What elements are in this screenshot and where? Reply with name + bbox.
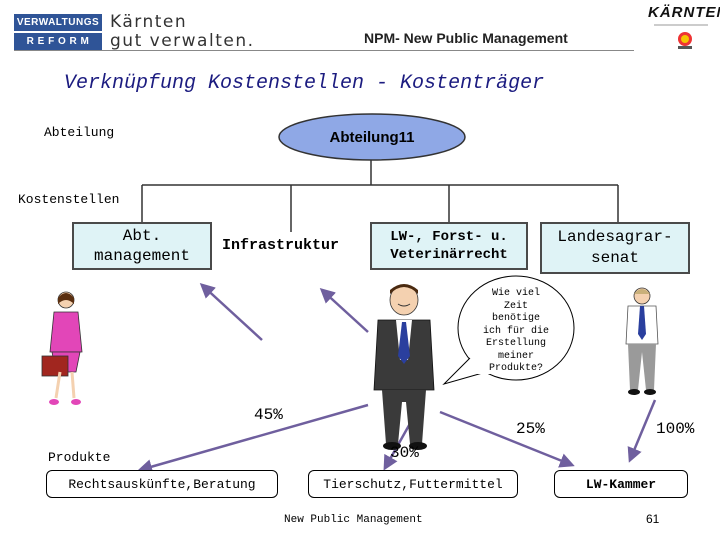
bubble-line: meiner [497,350,534,362]
bubble-line: ich für die [482,325,549,337]
cost-center-line2: senat [590,249,639,267]
percentage-45: 45% [254,406,283,424]
cost-center-line1: Landesagrar- [557,228,673,246]
percentage-30: 30% [390,444,419,462]
percentage-100: 100% [656,420,695,438]
label-kostenstellen: Kostenstellen [18,192,120,207]
cost-center-lw-forst: LW-, Forst- u. Veterinärrecht [370,222,528,270]
kaernten-logo: KÄRNTEN [648,4,720,21]
department-name: Abteilung11 [329,128,415,146]
cost-center-landesagrarsenat: Landesagrar- senat [540,222,690,274]
cost-center-line2: Veterinärrecht [390,247,508,263]
cost-center-abt-management: Abt. management [72,222,212,270]
percentage-25: 25% [516,420,545,438]
footer-text: New Public Management [284,514,423,526]
product-lw-kammer: LW-Kammer [554,470,688,498]
label-abteilung: Abteilung [44,125,115,140]
bubble-line: benötige [491,313,540,324]
logo-reform: R E F O R M [14,33,102,50]
bubble-line: Produkte? [488,363,543,374]
bubble-line: Wie viel [491,288,540,299]
slide-title: Verknüpfung Kostenstellen - Kostenträger [64,72,545,95]
cost-center-line2: management [93,247,190,265]
arrow-to-infrastruktur [319,287,369,333]
arrow-to-abt-management [199,282,263,341]
arrow-to-produkte-1 [137,403,369,474]
bubble-line: Zeit [503,300,528,312]
label-produkte: Produkte [48,450,111,465]
businesswoman-illustration [41,291,83,405]
arrow-to-produkte-3 [439,410,575,468]
department-ellipse [278,113,466,161]
logo-text-gut-verwalten: gut verwalten. [110,31,255,51]
cost-center-line1: Abt. [122,227,162,245]
speech-bubble [442,275,575,386]
header-underline [14,50,634,51]
header-subtitle: NPM- New Public Management [364,30,568,46]
businessman-illustration [373,284,435,450]
arrow-to-lw-kammer [627,399,657,463]
speech-bubble-text: Wie viel Zeit benötige ich für die Erste… [456,288,576,376]
product-rechtsauskuenfte: Rechtsauskünfte,Beratung [46,470,278,498]
product-tierschutz: Tierschutz,Futtermittel [308,470,518,498]
bubble-line: Erstellung [485,338,546,349]
logo-verwaltungs: VERWALTUNGS [14,14,102,31]
cost-center-infrastruktur: Infrastruktur [222,237,340,254]
kaernten-logo-mark [654,24,708,49]
page-number: 61 [646,512,660,526]
man-shirt-illustration [625,287,659,395]
cost-center-line1: LW-, Forst- u. [390,229,508,245]
logo-text-kaernten: Kärnten [110,12,188,32]
